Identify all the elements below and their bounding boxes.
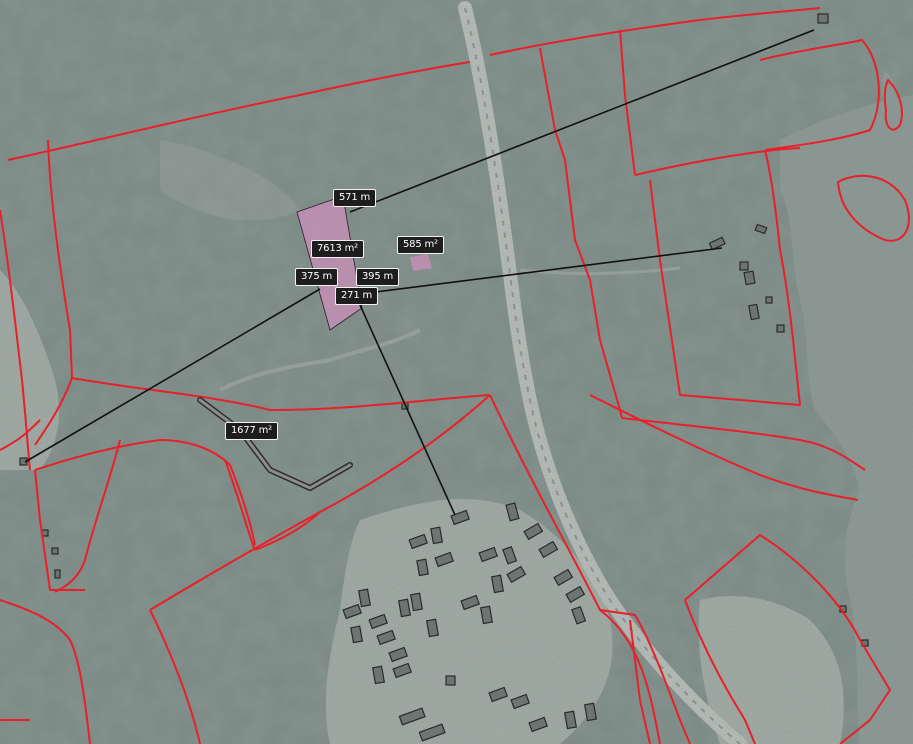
area-label-7613: 7613 m² — [311, 240, 364, 258]
measured-area-1677-fill — [198, 398, 352, 490]
selected-parcel-585[interactable] — [410, 254, 432, 271]
measurement-line-271 — [359, 247, 723, 295]
measurement-line-571 — [349, 29, 815, 213]
distance-label-395: 395 m — [356, 268, 400, 286]
measurement-lines — [24, 29, 815, 516]
distance-label-571: 571 m — [333, 189, 377, 207]
parcel-boundaries — [0, 7, 910, 744]
measurement-line-375 — [24, 288, 321, 463]
distance-label-375: 375 m — [295, 268, 339, 286]
measurement-line-south — [359, 304, 456, 516]
area-label-1677: 1677 m² — [225, 422, 278, 440]
building-footprints — [19, 13, 869, 742]
distance-label-271: 271 m — [335, 287, 379, 305]
area-label-585: 585 m² — [397, 236, 444, 254]
